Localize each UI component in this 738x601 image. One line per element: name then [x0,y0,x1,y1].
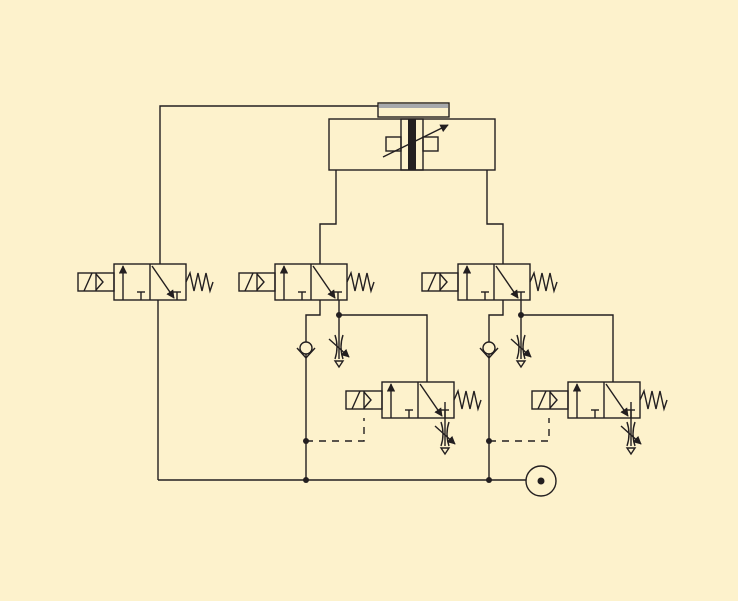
pipe-lines [157,105,614,481]
junction-dots [303,312,524,483]
cylinder-rod-plate [379,104,448,108]
cylinder-actuator [328,102,496,171]
adjustable-arrow [382,124,449,158]
pressure-source [525,465,557,497]
